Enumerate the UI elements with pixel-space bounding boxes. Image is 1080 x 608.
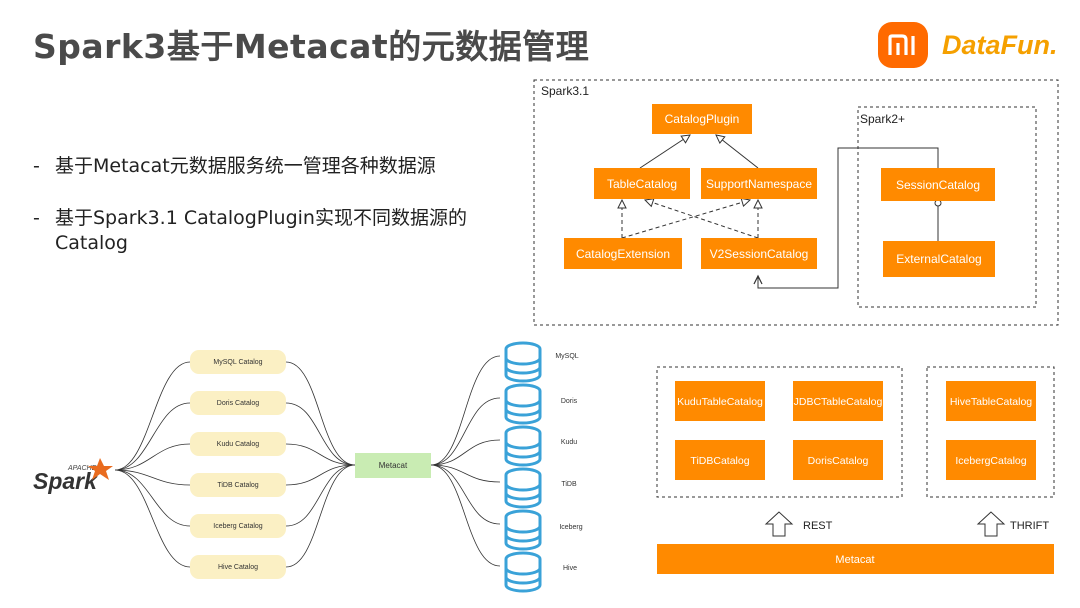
database-label: Kudu <box>561 439 577 446</box>
node-table-catalog-label: TableCatalog <box>607 177 677 191</box>
node-session-catalog <box>881 168 995 201</box>
catalog-pill <box>190 432 286 456</box>
node-doris-catalog <box>793 440 883 480</box>
datafun-logo: DataFun. <box>942 30 1058 60</box>
node-v2-session-catalog-label: V2SessionCatalog <box>710 247 809 261</box>
region-spark2-label: Spark2+ <box>860 112 905 126</box>
database-label: Hive <box>563 565 577 572</box>
node-catalog-plugin <box>652 104 752 134</box>
spark-logo-text: Spark <box>33 468 98 494</box>
database-label: Iceberg <box>559 524 582 531</box>
node-table-catalog <box>594 168 690 199</box>
page-title: Spark3基于Metacat的元数据管理 <box>33 27 590 66</box>
database-icon <box>504 551 542 593</box>
catalog-pill-label: Hive Catalog <box>218 564 258 571</box>
node-external-catalog-label: ExternalCatalog <box>896 252 981 266</box>
metacat-hub <box>355 453 431 478</box>
bullet-item-2: - 基于Spark3.1 CatalogPlugin实现不同数据源的Catalo… <box>33 206 515 256</box>
catalog-pill <box>190 391 286 415</box>
metacat-base-label: Metacat <box>835 554 874 566</box>
bullet-text: 基于Spark3.1 CatalogPlugin实现不同数据源的Catalog <box>55 207 467 254</box>
class-diagram: Spark3.1 Spark2+ CatalogPlugin TableCata… <box>533 79 1059 326</box>
node-catalog-extension-label: CatalogExtension <box>576 247 670 261</box>
node-label: KuduTableCatalog <box>677 396 763 408</box>
database-icon <box>504 509 542 551</box>
metacat-hub-label: Metacat <box>379 461 408 470</box>
region-spark31-label: Spark3.1 <box>541 84 589 98</box>
database-icon <box>504 425 542 467</box>
xiaomi-logo <box>878 22 928 68</box>
metacat-base <box>657 544 1054 574</box>
node-label: HiveTableCatalog <box>950 396 1032 408</box>
catalog-pill-label: TiDB Catalog <box>217 482 258 489</box>
node-label: DorisCatalog <box>808 455 869 467</box>
bullet-item-1: - 基于Metacat元数据服务统一管理各种数据源 <box>33 154 515 179</box>
node-iceberg-catalog <box>946 440 1036 480</box>
bullet-dash: - <box>33 155 40 177</box>
edge-namespace-to-plugin <box>715 134 759 169</box>
rest-arrow-icon <box>764 511 794 537</box>
catalog-pill <box>190 555 286 579</box>
node-support-namespace-label: SupportNamespace <box>706 177 812 191</box>
node-support-namespace <box>701 168 817 199</box>
mi-logo-icon <box>888 34 915 55</box>
node-kudu-table-catalog <box>675 381 765 421</box>
node-catalog-extension <box>564 238 682 269</box>
database-label: MySQL <box>555 353 578 360</box>
impl-diagram: KuduTableCatalog JDBCTableCatalog TiDBCa… <box>656 366 1055 574</box>
metacat-to-db-edges <box>430 355 501 567</box>
node-v2-session-catalog <box>701 238 817 269</box>
database-icon <box>504 467 542 509</box>
node-session-catalog-label: SessionCatalog <box>896 178 980 192</box>
database-label: Doris <box>561 398 578 405</box>
rest-label: REST <box>803 520 833 532</box>
node-label: JDBCTableCatalog <box>794 396 883 408</box>
catalog-pill-label: Iceberg Catalog <box>213 523 263 530</box>
catalog-pill-label: Doris Catalog <box>217 400 260 407</box>
database-list: MySQL Doris Kudu TiDB Iceberg Hive <box>504 341 583 593</box>
database-icon <box>504 341 542 383</box>
node-jdbc-table-catalog <box>793 381 883 421</box>
thrift-arrow-icon <box>976 511 1006 537</box>
catalog-pill <box>190 350 286 374</box>
catalog-pill <box>190 473 286 497</box>
region-spark2 <box>857 106 1037 308</box>
flow-diagram: APACHE Spark <box>33 341 583 593</box>
node-external-catalog <box>883 241 995 277</box>
spark-star-icon <box>88 458 113 480</box>
thrift-group <box>926 366 1055 498</box>
node-tidb-catalog <box>675 440 765 480</box>
thrift-label: THRIFT <box>1010 520 1049 532</box>
catalog-to-metacat-edges <box>285 361 356 568</box>
edge-table-to-plugin <box>639 134 691 169</box>
bullet-dash: - <box>33 207 40 229</box>
edge-session-to-v2 <box>753 147 939 289</box>
catalog-pills: MySQL Catalog Doris Catalog Kudu Catalog… <box>190 350 286 579</box>
spark-to-catalog-edges <box>114 361 191 568</box>
node-label: TiDBCatalog <box>690 455 749 467</box>
catalog-pill-label: Kudu Catalog <box>217 441 260 448</box>
database-label: TiDB <box>561 481 577 488</box>
edge-v2-to-table <box>643 198 759 239</box>
rest-group <box>656 366 903 498</box>
node-catalog-plugin-label: CatalogPlugin <box>665 112 740 126</box>
node-hive-table-catalog <box>946 381 1036 421</box>
spark-logo-apache: APACHE <box>67 465 97 472</box>
bullet-text: 基于Metacat元数据服务统一管理各种数据源 <box>55 155 436 177</box>
database-icon <box>504 383 542 425</box>
catalog-pill-label: MySQL Catalog <box>213 359 262 366</box>
edge-ext-to-namespace <box>621 197 752 239</box>
node-label: IcebergCatalog <box>955 455 1026 467</box>
catalog-pill <box>190 514 286 538</box>
